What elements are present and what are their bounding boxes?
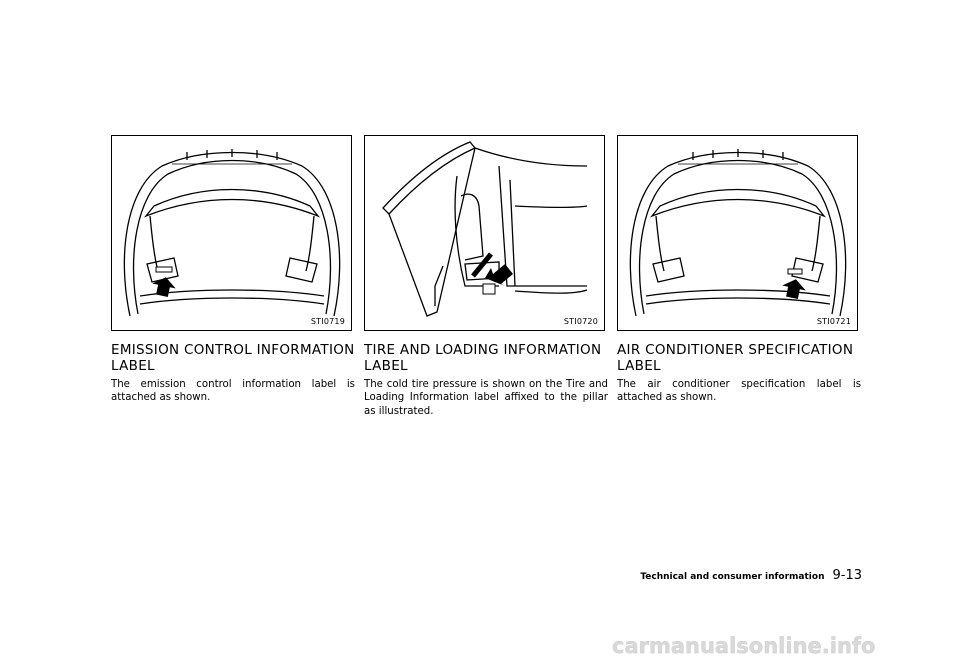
figure-code: STI0720 <box>563 317 598 326</box>
section-ac-label: AIR CONDITIONER SPECIFICATION LABEL The … <box>617 342 861 405</box>
hood-illustration <box>123 149 341 317</box>
footer-section-name: Technical and consumer information <box>640 572 825 582</box>
watermark-text: carmanualsonline.info <box>612 634 875 658</box>
door-illustration <box>382 141 588 317</box>
section-title: TIRE AND LOADING INFORMATION LABEL <box>364 342 602 374</box>
section-title: AIR CONDITIONER SPECIFICATION LABEL <box>617 342 854 374</box>
figure-emission-label: STI0719 <box>111 135 352 331</box>
figure-code: STI0721 <box>816 317 851 326</box>
figure-ac-label: STI0721 <box>617 135 858 331</box>
watermark-logo: carmanualsonline.info <box>612 634 876 658</box>
figure-code: STI0719 <box>310 317 345 326</box>
section-body: The air conditioner specification label … <box>617 379 861 404</box>
page-footer: Technical and consumer information 9-13 <box>600 564 862 583</box>
section-tire-label: TIRE AND LOADING INFORMATION LABEL The c… <box>364 342 608 418</box>
section-title: EMISSION CONTROL INFORMATION LABEL <box>111 342 355 374</box>
section-body: The emission control information label i… <box>111 379 355 404</box>
section-emission-label: EMISSION CONTROL INFORMATION LABEL The e… <box>111 342 355 405</box>
figure-tire-label: STI0720 <box>364 135 605 331</box>
section-body: The cold tire pressure is shown on the T… <box>364 379 608 417</box>
page-number: 9-13 <box>832 568 862 583</box>
hood-illustration <box>629 149 847 317</box>
